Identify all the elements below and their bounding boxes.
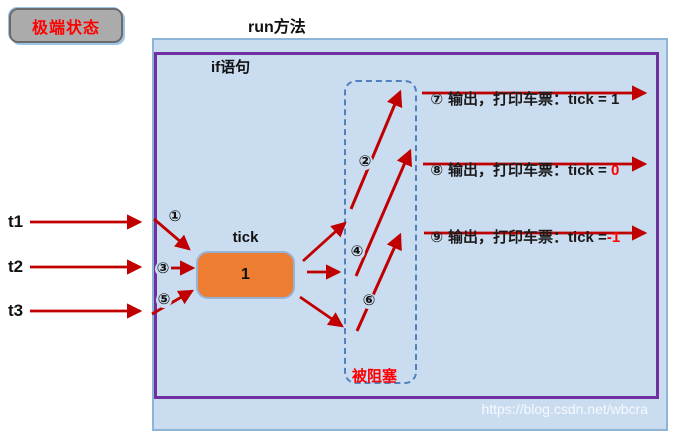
step-marker-5: ⑤	[156, 291, 172, 308]
run-method-title: run方法	[248, 19, 306, 36]
step-marker-6: ⑥	[361, 292, 377, 309]
output-text: 输出，打印车票：tick =	[448, 229, 607, 246]
step-marker-4: ④	[349, 243, 365, 260]
step-marker-8: ⑧	[430, 162, 444, 179]
thread-label-t1: t1	[8, 212, 24, 231]
blocked-region-outline	[344, 80, 417, 384]
if-statement-label: if语句	[211, 59, 251, 76]
thread-label-t3: t3	[8, 301, 24, 320]
output-value: 0	[611, 162, 620, 179]
thread-label-t2: t2	[8, 257, 24, 276]
step-marker-3: ③	[155, 260, 171, 277]
status-badge: 极端状态	[9, 8, 123, 43]
step-marker-2: ②	[357, 153, 373, 170]
blocked-label: 被阻塞	[352, 368, 398, 385]
step-marker-9: ⑨	[430, 229, 444, 246]
output-text: 输出，打印车票：tick =	[448, 162, 611, 179]
step-marker-1: ①	[167, 208, 183, 225]
output-text: 输出，打印车票：tick =	[448, 91, 611, 108]
tick-variable-label: tick	[232, 229, 259, 246]
tick-value-box: 1	[196, 251, 295, 299]
watermark-url: https://blog.csdn.net/wbcra	[481, 401, 648, 417]
step-marker-7: ⑦	[430, 91, 444, 108]
output-value: -1	[606, 229, 621, 246]
output-value: 1	[611, 91, 620, 108]
